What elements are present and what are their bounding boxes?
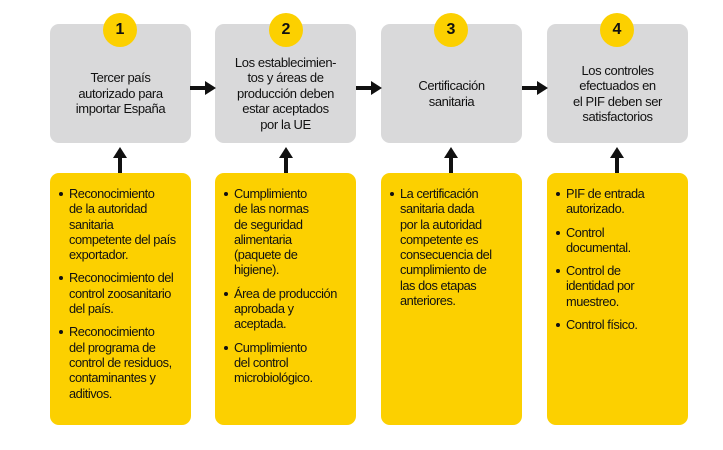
arrow-right-icon	[522, 81, 548, 95]
step-1-number-badge: 1	[103, 13, 137, 47]
requirement-item: Reconocimiento del programa de control d…	[58, 324, 185, 401]
step-2-requirements: Cumplimiento de las normas de seguridad …	[215, 173, 356, 425]
requirement-item: PIF de entrada autorizado.	[555, 186, 682, 217]
arrow-right-icon	[356, 81, 382, 95]
arrow-right-icon	[190, 81, 216, 95]
requirement-item: Área de producción aprobada y aceptada.	[223, 286, 350, 332]
step-4-box: Los controles efectuados en el PIF deben…	[547, 24, 688, 143]
arrow-up-icon	[444, 147, 458, 173]
step-2-title: Los establecimien- tos y áreas de produc…	[234, 54, 337, 132]
step-3-number-badge: 3	[434, 13, 468, 47]
requirement-item: Reconocimiento de la autoridad sanitaria…	[58, 186, 185, 262]
step-2-box: Los establecimien- tos y áreas de produc…	[215, 24, 356, 143]
requirement-item: Cumplimiento del control microbiológico.	[223, 340, 350, 386]
step-4-title: Los controles efectuados en el PIF deben…	[573, 62, 662, 125]
requirement-item: Control de identidad por muestreo.	[555, 263, 682, 309]
requirement-item: Control físico.	[555, 317, 682, 332]
arrow-up-icon	[113, 147, 127, 173]
requirement-item: Cumplimiento de las normas de seguridad …	[223, 186, 350, 278]
step-3-title: Certificación sanitaria	[418, 78, 485, 109]
step-4-requirements: PIF de entrada autorizado. Control docum…	[547, 173, 688, 425]
step-1-requirements: Reconocimiento de la autoridad sanitaria…	[50, 173, 191, 425]
requirement-item: Reconocimiento del control zoosanitario …	[58, 270, 185, 316]
requirement-item: La certificación sanitaria dada por la a…	[389, 186, 516, 308]
step-1-title: Tercer país autorizado para importar Esp…	[75, 70, 166, 117]
step-2-number-badge: 2	[269, 13, 303, 47]
requirement-item: Control documental.	[555, 225, 682, 256]
step-3-requirements: La certificación sanitaria dada por la a…	[381, 173, 522, 425]
arrow-up-icon	[279, 147, 293, 173]
step-4-number-badge: 4	[600, 13, 634, 47]
arrow-up-icon	[610, 147, 624, 173]
